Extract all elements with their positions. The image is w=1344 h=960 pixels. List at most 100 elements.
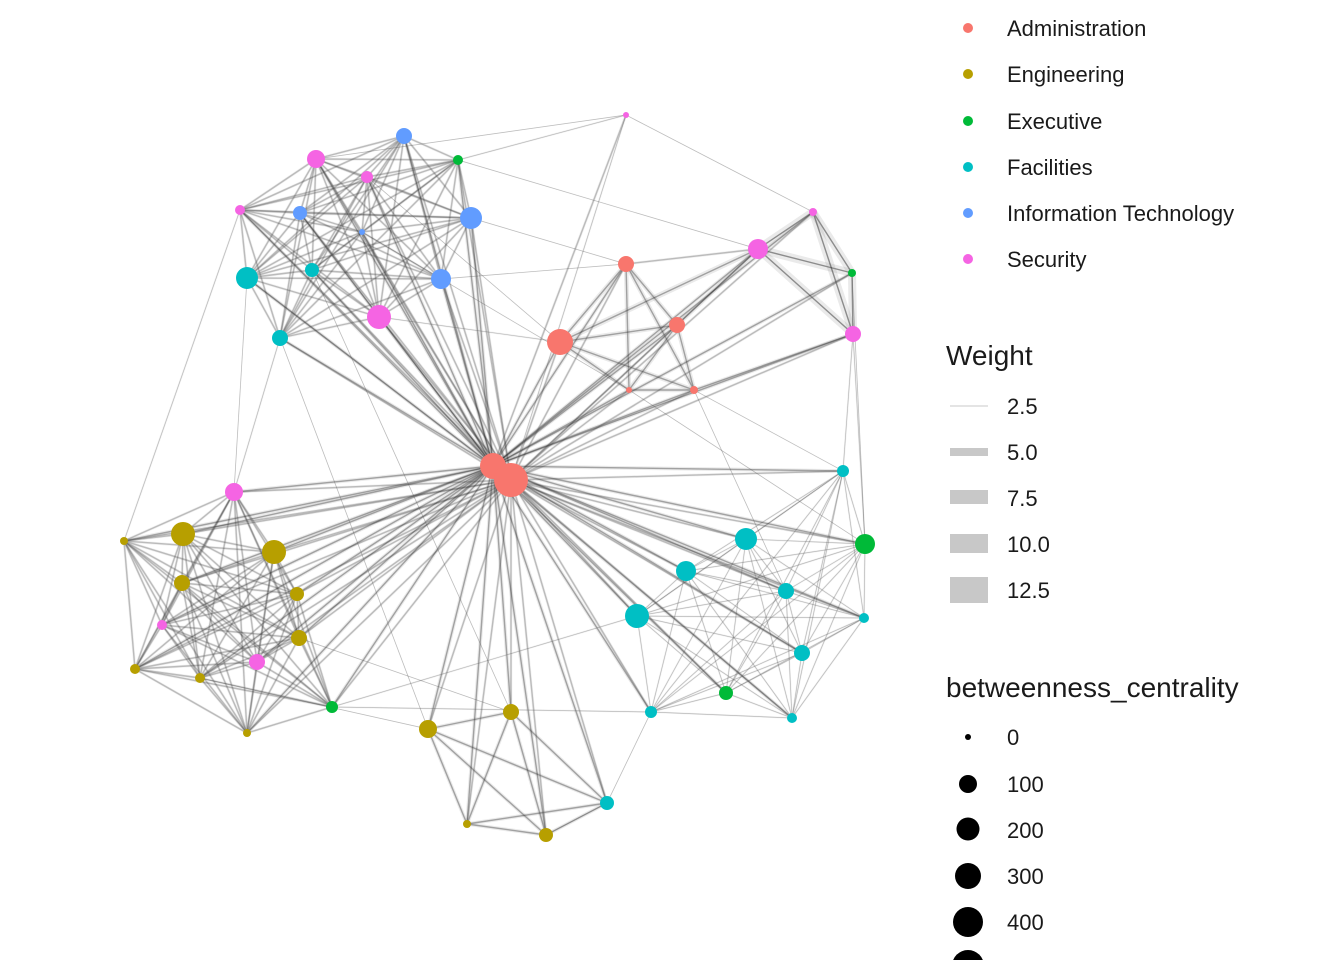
edge-halo	[439, 278, 495, 467]
edge-halo	[685, 570, 793, 719]
network-edge	[636, 615, 727, 694]
network-edge	[492, 465, 547, 836]
network-edge	[246, 217, 472, 279]
network-node	[503, 704, 519, 720]
edge-halo	[685, 470, 844, 572]
edge-halo	[298, 637, 512, 713]
betweenness-key-0	[965, 734, 971, 740]
weight-label-12-5: 12.5	[1007, 578, 1050, 603]
network-edge	[181, 582, 248, 734]
edge-halo	[693, 332, 854, 392]
network-edge	[636, 590, 787, 617]
edge-halo	[246, 705, 333, 735]
network-node	[794, 645, 810, 661]
network-edge	[239, 158, 317, 211]
edge-halo	[685, 538, 747, 572]
edge-halo	[161, 478, 512, 627]
network-edge	[123, 540, 183, 584]
network-edge	[181, 491, 235, 584]
network-edge	[361, 135, 405, 233]
network-edge	[296, 479, 512, 595]
network-edge	[311, 159, 459, 271]
edge-halo	[161, 623, 300, 640]
network-edge	[785, 590, 803, 654]
edge-halo	[330, 465, 495, 708]
legend-key-engineering	[963, 69, 973, 79]
edge-halo	[239, 208, 472, 220]
edge-halo	[785, 543, 866, 592]
network-edge	[256, 465, 494, 663]
network-edge	[246, 212, 301, 279]
network-edge	[123, 540, 275, 553]
network-edge	[182, 533, 298, 595]
network-edge	[123, 540, 248, 734]
edge-halo	[315, 134, 405, 161]
network-edge	[134, 668, 201, 679]
edge-halo	[745, 538, 793, 719]
network-node	[645, 706, 657, 718]
edge-halo	[725, 590, 787, 694]
edge-halo	[636, 615, 803, 654]
network-edge	[134, 668, 333, 708]
network-edge	[510, 248, 759, 481]
edge-halo	[314, 158, 495, 467]
edge-halo	[239, 208, 442, 281]
network-edge	[361, 176, 368, 233]
network-edge	[246, 479, 512, 734]
edge-halo	[245, 212, 302, 279]
edge-halo	[842, 470, 865, 619]
network-edge	[440, 159, 459, 280]
network-edge	[279, 337, 512, 481]
legend-item-engineering: Engineering	[963, 62, 1124, 87]
edge-halo	[791, 617, 865, 719]
weight-label-10-0: 10.0	[1007, 532, 1050, 557]
edge-halo	[545, 802, 608, 836]
edge-halo	[465, 479, 513, 825]
edge-halo	[509, 341, 562, 481]
network-edge	[239, 209, 363, 233]
network-edge	[466, 802, 608, 825]
edge-halo	[755, 208, 816, 253]
edge-halo	[310, 135, 406, 271]
network-edge	[650, 617, 865, 713]
edge-halo	[246, 276, 512, 482]
network-edge	[785, 543, 866, 592]
network-node	[272, 330, 288, 346]
edge-halo	[693, 389, 844, 472]
network-edge	[628, 324, 678, 391]
edge-halo	[123, 209, 241, 542]
edge-halo	[272, 551, 334, 708]
edge-halo	[233, 478, 512, 494]
network-edge	[311, 217, 472, 271]
network-edge	[427, 728, 547, 836]
network-edge	[625, 263, 678, 326]
network-node	[249, 654, 265, 670]
network-edge	[785, 470, 844, 592]
edge-halo	[426, 728, 469, 825]
edge-halo	[246, 134, 405, 280]
network-edge	[510, 272, 853, 481]
network-edge	[625, 114, 814, 213]
edge-halo	[122, 540, 164, 626]
network-edge	[745, 470, 844, 540]
network-edge	[650, 543, 866, 713]
edge-halo	[426, 479, 513, 730]
edge-halo	[311, 269, 512, 481]
network-edge	[559, 324, 678, 343]
network-node	[305, 263, 319, 277]
network-edge	[233, 491, 258, 663]
network-node	[748, 239, 768, 259]
network-node	[235, 205, 245, 215]
edge-halo	[510, 388, 630, 482]
edge-halo	[246, 276, 380, 319]
edge-halo	[491, 341, 562, 467]
betweenness-key-100	[959, 775, 977, 793]
edge-halo	[470, 217, 627, 265]
network-edge	[403, 135, 472, 219]
network-edge	[440, 278, 512, 481]
network-edge	[298, 465, 494, 639]
edge-halo	[161, 623, 258, 664]
network-edge	[510, 341, 561, 481]
network-edge	[273, 551, 300, 639]
network-edge	[361, 231, 442, 280]
